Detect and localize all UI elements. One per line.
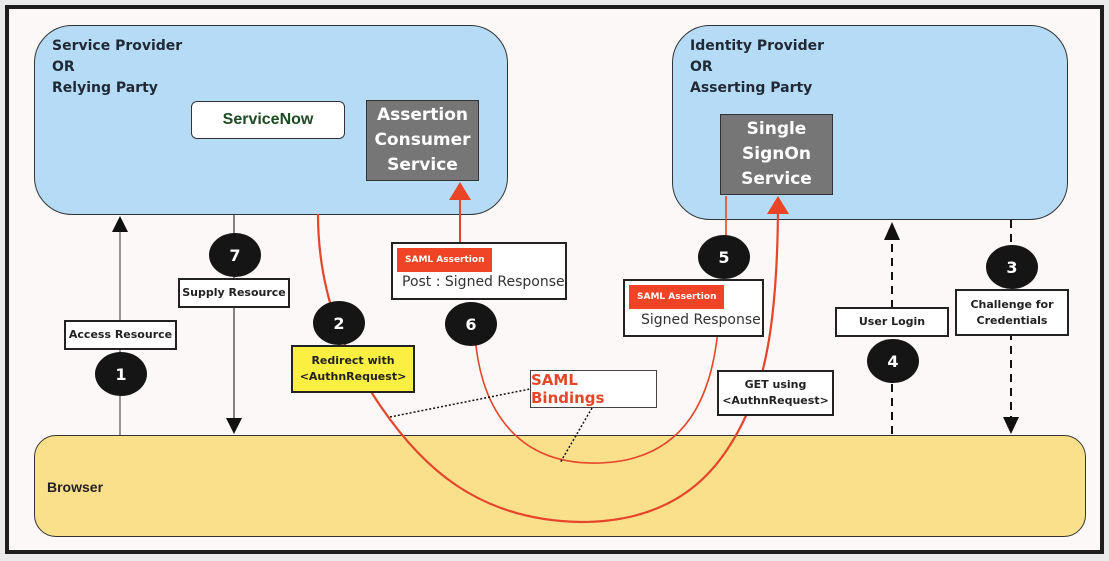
servicenow-box: ServiceNow [191, 101, 345, 139]
step-2-badge: 2 [313, 301, 365, 345]
arrowhead-user-login [884, 222, 900, 240]
supply-resource-label: Supply Resource [178, 278, 290, 308]
access-resource-label: Access Resource [64, 320, 177, 350]
bindings-pointer-down [559, 407, 593, 464]
get-authnrequest-label: GET using <AuthnRequest> [717, 370, 834, 416]
arrowhead-acs [449, 182, 471, 200]
arrowhead-supply-resource [226, 418, 242, 434]
step-4-badge: 4 [867, 339, 919, 383]
signed-response-text: Signed Response [641, 312, 761, 328]
signed-response-box: SAML Assertion Signed Response [623, 279, 764, 337]
single-signon-service: Single SignOn Service [720, 114, 833, 195]
step-5-badge: 5 [698, 235, 750, 279]
assertion-consumer-service: Assertion Consumer Service [366, 100, 479, 181]
post-signed-response-text: Post : Signed Response [402, 274, 565, 290]
user-login-label: User Login [835, 307, 949, 337]
step-7-badge: 7 [209, 233, 261, 277]
arrowhead-sso [767, 196, 789, 214]
browser-label: Browser [47, 479, 104, 495]
step-3-badge: 3 [986, 245, 1038, 289]
step-6-badge: 6 [445, 302, 497, 346]
flow-signed-response [474, 196, 727, 464]
identity-provider-title: Identity Provider OR Asserting Party [690, 38, 825, 96]
saml-assertion-tag: SAML Assertion [397, 248, 493, 272]
saml-bindings-label: SAML Bindings [530, 370, 657, 408]
arrowhead-access-resource [112, 216, 128, 232]
redirect-authnrequest-label: Redirect with <AuthnRequest> [291, 345, 415, 393]
saml-assertion-tag: SAML Assertion [629, 285, 725, 309]
step-1-badge: 1 [95, 352, 147, 396]
arrowhead-challenge-credentials [1003, 417, 1019, 434]
service-provider-title: Service Provider OR Relying Party [52, 38, 183, 96]
post-signed-response-box: SAML Assertion Post : Signed Response [391, 242, 567, 300]
bindings-pointer-left [389, 388, 531, 418]
challenge-credentials-label: Challenge for Credentials [955, 289, 1069, 336]
